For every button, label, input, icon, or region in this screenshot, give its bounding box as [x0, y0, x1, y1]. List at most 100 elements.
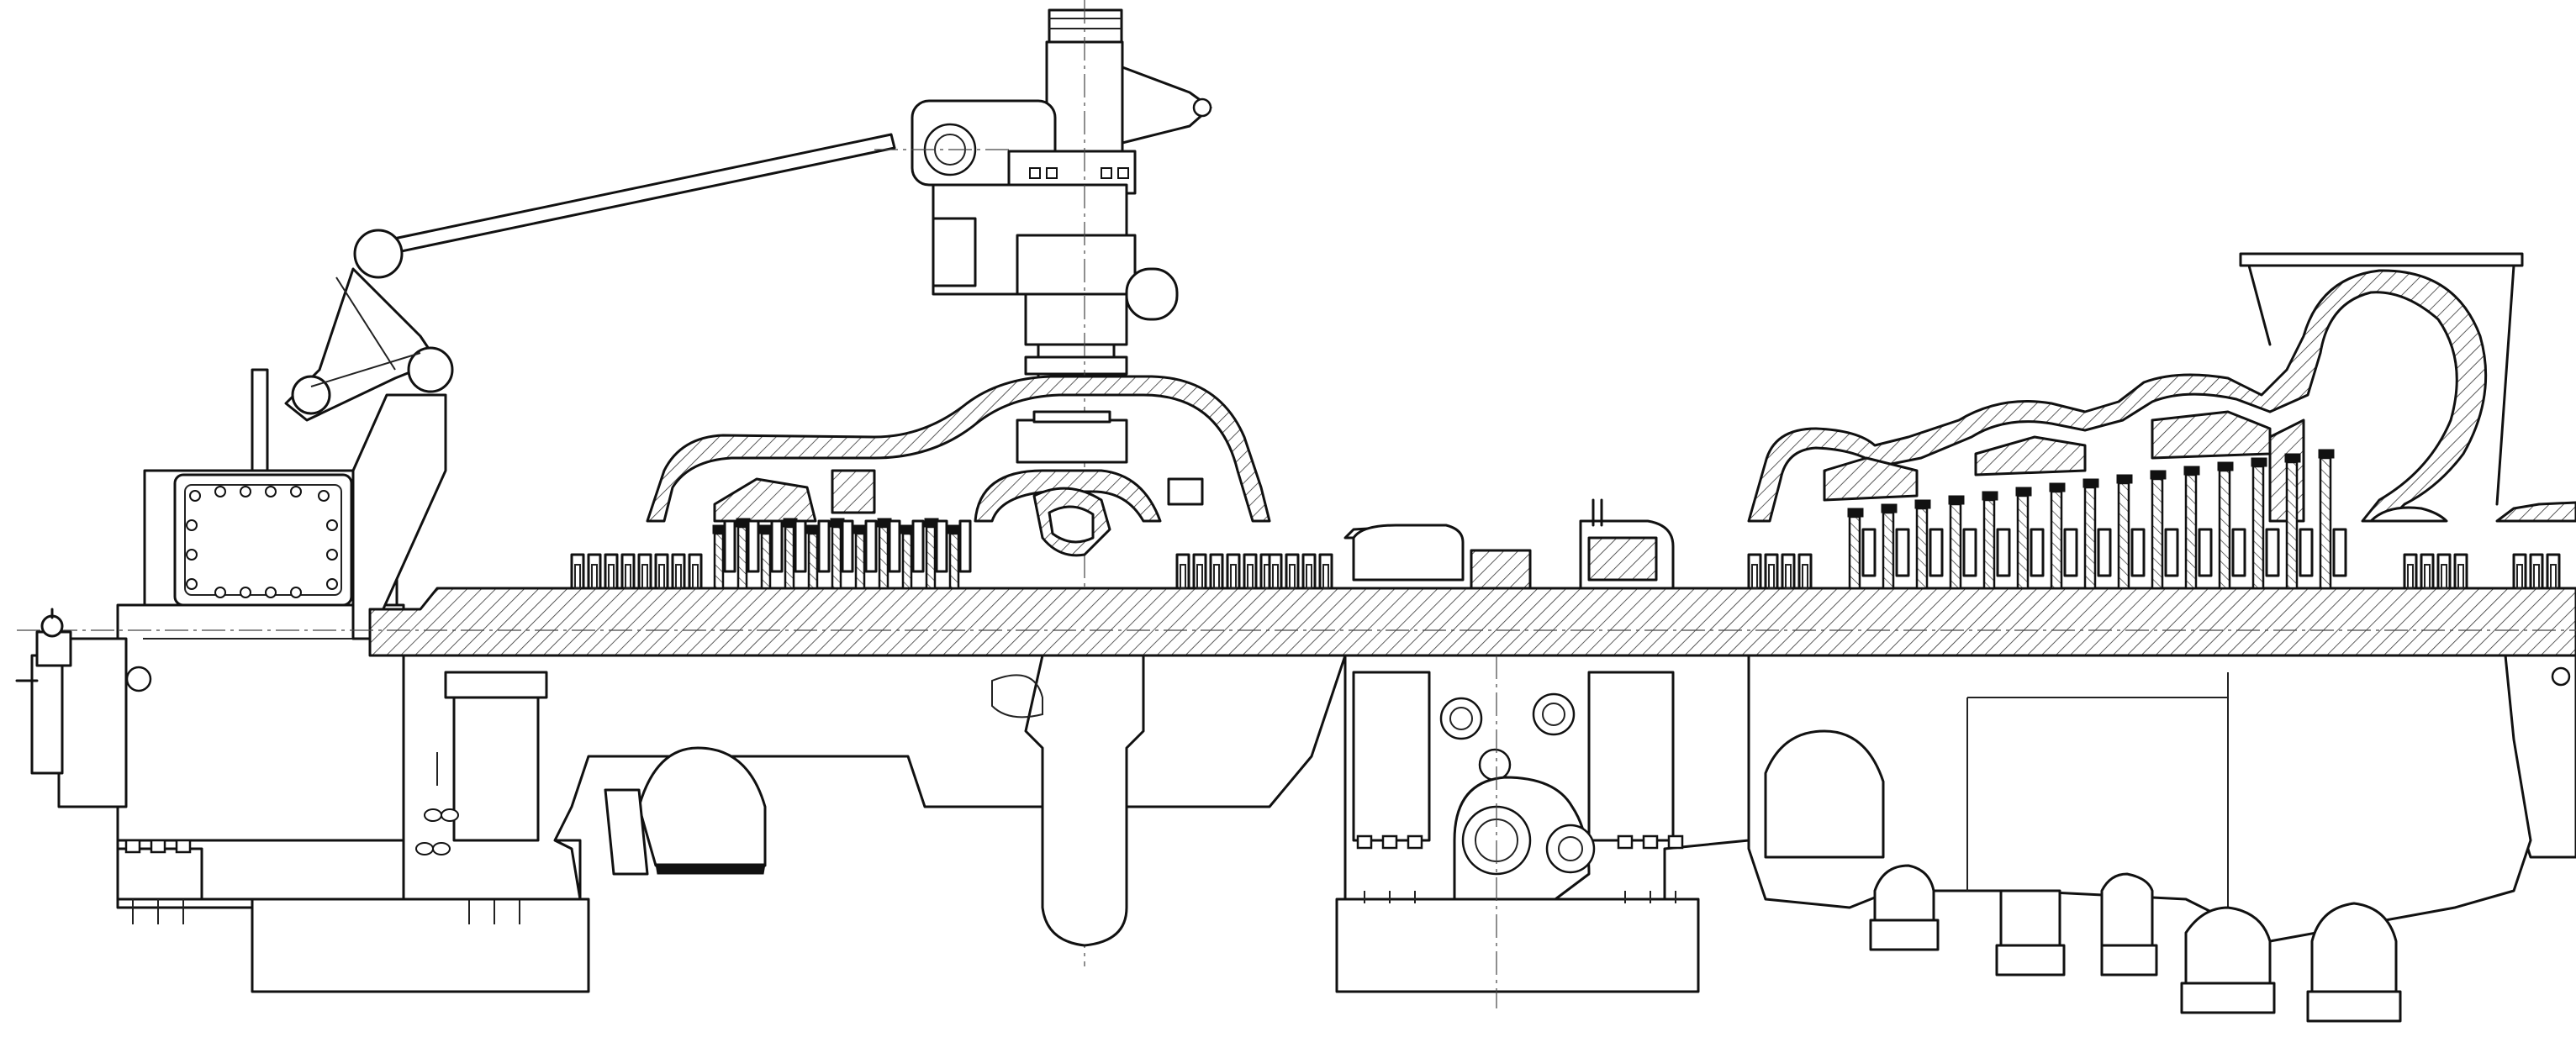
middle-bearing-pedestal: [1335, 654, 1750, 1008]
main-steam-valve: [874, 0, 1212, 966]
lp-diaphragm: [2299, 528, 2314, 577]
gland-seal-tooth: [2441, 564, 2447, 589]
hp-rotor-disc: [948, 532, 960, 590]
lp-rotor-disc: [2050, 490, 2063, 590]
lp-blade-shroud: [2217, 461, 2234, 471]
hp-diaphragm: [864, 519, 878, 573]
gland-seal-tooth: [692, 564, 699, 589]
lp-rotor-disc: [1848, 515, 1861, 590]
lp-rotor-disc: [1915, 507, 1929, 590]
gland-seal-ring: [2420, 553, 2435, 590]
gland-seal-ring: [2529, 553, 2544, 590]
lp-diaphragm: [2332, 528, 2347, 577]
gland-seal-ring: [1781, 553, 1796, 590]
gland-seal-ring: [1301, 553, 1317, 590]
lp-rotor-disc: [2117, 482, 2130, 590]
hp-diaphragm: [841, 519, 854, 573]
front-bearing-pedestal: [30, 469, 590, 993]
gland-seal-ring: [637, 553, 652, 590]
gland-seal-ring: [570, 553, 585, 590]
gland-seal-tooth: [1180, 564, 1186, 589]
gland-seal-tooth: [1751, 564, 1758, 589]
gland-seal-ring: [688, 553, 703, 590]
gland-seal-ring: [671, 553, 686, 590]
gland-seal-tooth: [2533, 564, 2540, 589]
hp-rotor-disc: [784, 525, 795, 590]
lower-casing: [402, 654, 1347, 947]
gland-seal-ring: [604, 553, 619, 590]
gland-seal-ring: [1285, 553, 1300, 590]
gland-seal-tooth: [2516, 564, 2523, 589]
gland-seal-tooth: [1768, 564, 1775, 589]
gland-seal-ring: [2512, 553, 2527, 590]
lp-blade-shroud: [2183, 466, 2200, 476]
hp-diaphragm: [770, 519, 784, 573]
gland-seal-tooth: [2407, 564, 2414, 589]
hp-diaphragm: [794, 519, 807, 573]
lp-blade-shroud: [1914, 499, 1931, 509]
hp-rotor-disc: [736, 525, 748, 590]
lp-diaphragm: [1861, 528, 1877, 577]
hp-diaphragm: [723, 519, 736, 573]
lp-rotor-disc: [2083, 486, 2097, 590]
tachometer-fitting: [15, 608, 72, 682]
gland-seal-ring: [2546, 553, 2561, 590]
gland-seal-tooth: [658, 564, 665, 589]
lp-rotor-disc: [2319, 456, 2332, 590]
lp-exhaust-hood-lower: [1747, 654, 2532, 1023]
lp-blade-shroud: [2116, 474, 2133, 484]
gland-seal-tooth: [675, 564, 682, 589]
gland-seal-tooth: [2424, 564, 2431, 589]
gland-seal-tooth: [1802, 564, 1808, 589]
lp-blade-shroud: [1847, 508, 1864, 518]
lp-diaphragm: [2030, 528, 2045, 577]
lp-blade-shroud: [2284, 453, 2301, 463]
gland-seal-tooth: [1196, 564, 1203, 589]
hp-diaphragm: [817, 519, 831, 573]
hp-diaphragm: [911, 519, 925, 573]
lp-diaphragm: [2231, 528, 2246, 577]
lp-diaphragm: [2063, 528, 2078, 577]
lp-blade-shroud: [1948, 495, 1965, 505]
gland-seal-tooth: [1306, 564, 1312, 589]
gland-seal-tooth: [1247, 564, 1254, 589]
exhaust-drain-nozzles: [1869, 864, 2402, 1023]
hp-rotor-disc: [807, 532, 819, 590]
gland-seal-ring: [1209, 553, 1224, 590]
lp-rotor-disc: [2285, 461, 2299, 590]
lp-rotor-disc: [2251, 465, 2265, 590]
gland-seal-tooth: [1322, 564, 1329, 589]
lp-rotor-disc: [1949, 503, 1962, 590]
lp-rotor-disc: [2218, 469, 2231, 590]
lp-diaphragm: [2097, 528, 2112, 577]
lp-rotor-disc: [2184, 473, 2198, 590]
hp-rotor-disc: [760, 532, 772, 590]
lp-blade-stages: [1847, 449, 2347, 590]
lp-diaphragm: [1895, 528, 1910, 577]
hp-diaphragm: [747, 519, 760, 573]
hp-diaphragm: [958, 519, 972, 573]
lp-diaphragm: [2130, 528, 2146, 577]
gland-seal-tooth: [1785, 564, 1792, 589]
lp-blade-shroud: [2049, 482, 2066, 492]
lp-rotor-disc: [2151, 477, 2164, 590]
rotor-shaft: [17, 587, 2576, 657]
lp-rotor-disc: [1882, 511, 1895, 590]
gland-seal-ring: [1192, 553, 1207, 590]
gland-seal-ring: [620, 553, 636, 590]
hp-rotor-disc: [878, 525, 889, 590]
gland-seal-ring: [2403, 553, 2418, 590]
gland-seal-tooth: [641, 564, 648, 589]
hp-rotor-disc: [831, 525, 842, 590]
lp-diaphragm: [2164, 528, 2179, 577]
gland-seal-ring: [1175, 553, 1190, 590]
lp-casing: [1747, 252, 2524, 523]
gland-seal-ring: [1797, 553, 1813, 590]
gland-seal-tooth: [1230, 564, 1237, 589]
lp-blade-shroud: [2251, 457, 2267, 467]
gland-seal-ring: [1268, 553, 1283, 590]
lp-blade-shroud: [1982, 491, 1998, 501]
hp-rotor-disc: [854, 532, 866, 590]
gland-seal-tooth: [1289, 564, 1296, 589]
